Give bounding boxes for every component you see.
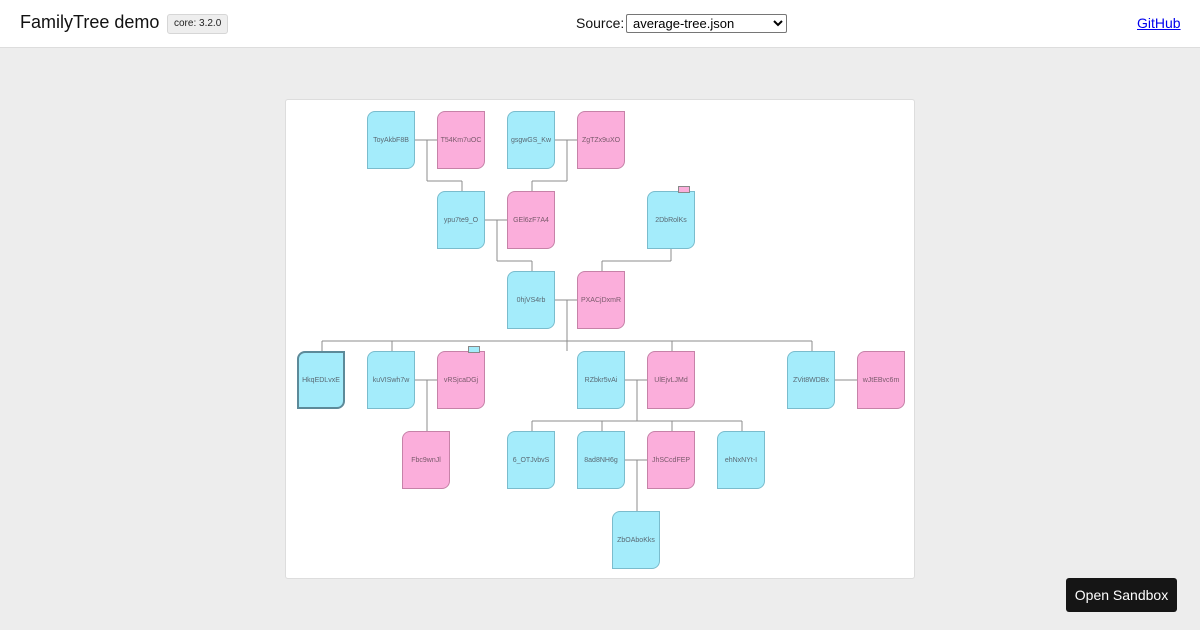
person-name: GEl6zF7A4 — [513, 216, 549, 224]
source-select[interactable]: average-tree.json — [626, 14, 787, 33]
person-name: 6_OTJvbvS — [512, 456, 550, 464]
person-card[interactable]: gsgwGS_Kw — [507, 111, 555, 169]
person-name: HkqEDLvxE — [302, 376, 340, 384]
person-name: ToyAkbF8B — [373, 136, 409, 144]
add-relative-icon[interactable] — [468, 346, 480, 353]
person-card[interactable]: ehNxNYt-I — [717, 431, 765, 489]
person-name: Fbc9wnJl — [411, 456, 441, 464]
person-card[interactable]: 0hjVS4rb — [507, 271, 555, 329]
person-card[interactable]: 8ad8NH6g — [577, 431, 625, 489]
person-card[interactable]: kuVISwh7w — [367, 351, 415, 409]
person-card[interactable]: ypu7te9_O — [437, 191, 485, 249]
person-name: 0hjVS4rb — [516, 296, 546, 304]
person-card[interactable]: wJtEBvc6m — [857, 351, 905, 409]
person-card[interactable]: T54Km7uOC — [437, 111, 485, 169]
person-name: ehNxNYt-I — [724, 456, 758, 464]
person-name: 8ad8NH6g — [584, 456, 618, 464]
person-card[interactable]: JhSCcdFEP — [647, 431, 695, 489]
person-card[interactable]: vRSjcaDGj — [437, 351, 485, 409]
person-card[interactable]: RZbkr5vAi — [577, 351, 625, 409]
person-card[interactable]: Fbc9wnJl — [402, 431, 450, 489]
person-name: UlEjvLJMd — [654, 376, 688, 384]
version-badge: core: 3.2.0 — [167, 14, 229, 34]
person-name: JhSCcdFEP — [651, 456, 691, 464]
person-card[interactable]: UlEjvLJMd — [647, 351, 695, 409]
person-name: ZbOAboKks — [617, 536, 655, 544]
person-name: PXACjDxmR — [580, 296, 622, 304]
top-header: FamilyTree demo core: 3.2.0 Source: aver… — [0, 0, 1200, 48]
add-relative-icon[interactable] — [678, 186, 690, 193]
person-card[interactable]: ZbOAboKks — [612, 511, 660, 569]
person-card[interactable]: ToyAkbF8B — [367, 111, 415, 169]
person-name: vRSjcaDGj — [443, 376, 479, 384]
person-card[interactable]: 6_OTJvbvS — [507, 431, 555, 489]
person-name: 2DbRolKs — [655, 216, 687, 224]
person-card[interactable]: ZgTZx9uXO — [577, 111, 625, 169]
person-card[interactable]: PXACjDxmR — [577, 271, 625, 329]
tree-links — [321, 139, 857, 511]
github-link[interactable]: GitHub — [1137, 15, 1181, 31]
person-card[interactable]: GEl6zF7A4 — [507, 191, 555, 249]
open-sandbox-button[interactable]: Open Sandbox — [1066, 578, 1177, 612]
person-name: wJtEBvc6m — [862, 376, 900, 384]
person-name: T54Km7uOC — [440, 136, 482, 144]
person-name: ZgTZx9uXO — [581, 136, 621, 144]
person-card[interactable]: HkqEDLvxE — [297, 351, 345, 409]
person-card[interactable]: ZVit8WDBx — [787, 351, 835, 409]
person-name: kuVISwh7w — [372, 376, 410, 384]
family-tree-panel[interactable]: ToyAkbF8B T54Km7uOC gsgwGS_Kw ZgTZx9uXO ypu7… — [285, 99, 915, 579]
person-card[interactable]: 2DbRolKs — [647, 191, 695, 249]
app-title: FamilyTree demo — [20, 12, 160, 32]
person-name: ZVit8WDBx — [792, 376, 830, 384]
person-name: gsgwGS_Kw — [510, 136, 552, 144]
person-name: RZbkr5vAi — [584, 376, 618, 384]
source-label: Source: — [576, 15, 625, 31]
person-name: ypu7te9_O — [443, 216, 479, 224]
